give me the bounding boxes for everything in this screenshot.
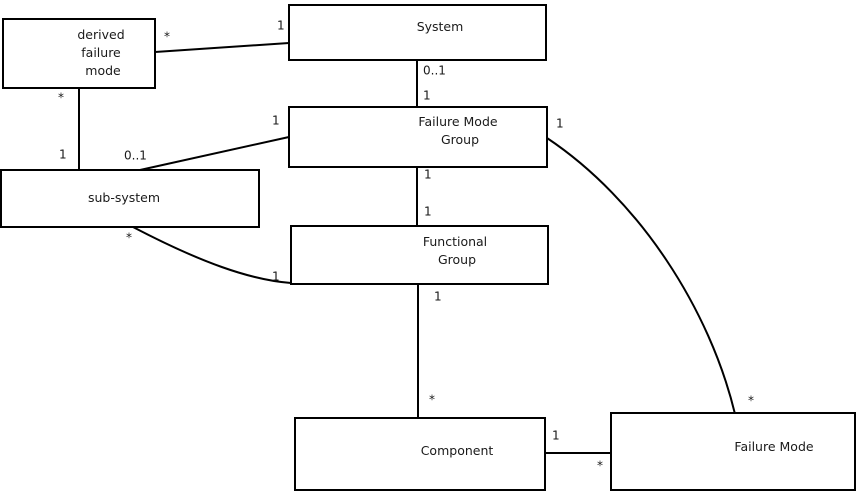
edge-failure-mode-group-failure-mode[interactable] — [546, 137, 736, 415]
class-box-functional-group[interactable]: Functional Group — [290, 225, 549, 285]
class-box-rect-sub-system[interactable] — [0, 169, 260, 228]
class-box-rect-component[interactable] — [294, 417, 546, 491]
class-label-line: Failure Mode — [734, 439, 813, 454]
class-box-sub-system[interactable]: sub-system — [0, 169, 260, 228]
multiplicity-label: 1 — [277, 19, 285, 33]
class-label-line: Failure Mode — [418, 114, 497, 129]
multiplicity-label: 1 — [272, 114, 280, 128]
multiplicity-layer: * 1 * 1 0..1 1 0..1 1 1 1 * 1 1 * 1 * 1 … — [58, 19, 754, 473]
class-box-rect-failure-mode-group[interactable] — [288, 106, 548, 168]
multiplicity-label: 1 — [424, 168, 432, 182]
class-box-failure-mode[interactable]: Failure Mode — [610, 412, 856, 491]
multiplicity-label: 1 — [423, 89, 431, 103]
class-label-functional-group: Functional Group — [423, 234, 491, 267]
multiplicity-label: 1 — [424, 205, 432, 219]
class-box-derived-failure-mode[interactable]: derived failure mode — [2, 18, 156, 89]
multiplicity-label: 1 — [552, 429, 560, 443]
class-label-line: derived — [77, 27, 124, 42]
multiplicity-label: * — [429, 393, 435, 407]
multiplicity-label: 0..1 — [124, 149, 147, 163]
class-label-failure-mode-group: Failure Mode Group — [418, 114, 501, 147]
multiplicity-label: 1 — [272, 270, 280, 284]
multiplicity-label: 1 — [59, 148, 67, 162]
class-label-line: mode — [85, 63, 121, 78]
class-box-component[interactable]: Component — [294, 417, 546, 491]
edge-derived-failure-mode-system[interactable] — [154, 42, 290, 53]
class-box-rect-functional-group[interactable] — [290, 225, 549, 285]
class-label-derived-failure-mode: derived failure mode — [77, 27, 128, 78]
class-label-component: Component — [421, 443, 494, 458]
class-label-line: failure — [81, 45, 121, 60]
class-label-line: Functional — [423, 234, 487, 249]
class-label-sub-system: sub-system — [88, 190, 160, 205]
class-label-line: sub-system — [88, 190, 160, 205]
edge-sub-system-functional-group[interactable] — [132, 226, 292, 284]
class-box-failure-mode-group[interactable]: Failure Mode Group — [288, 106, 548, 168]
multiplicity-label: 0..1 — [423, 64, 446, 78]
class-box-rect-failure-mode[interactable] — [610, 412, 856, 491]
class-label-failure-mode: Failure Mode — [734, 439, 813, 454]
multiplicity-label: * — [597, 459, 603, 473]
class-label-line: Group — [441, 132, 479, 147]
class-label-line: Group — [438, 252, 476, 267]
class-box-rect-derived-failure-mode[interactable] — [2, 18, 156, 89]
class-box-system[interactable]: System — [288, 4, 547, 61]
class-label-line: Component — [421, 443, 494, 458]
multiplicity-label: * — [58, 91, 64, 105]
class-box-rect-system[interactable] — [288, 4, 547, 61]
multiplicity-label: 1 — [556, 117, 564, 131]
multiplicity-label: * — [126, 231, 132, 245]
class-label-line: System — [417, 19, 464, 34]
edge-sub-system-failure-mode-group[interactable] — [139, 136, 290, 171]
edge-layer — [78, 42, 736, 454]
multiplicity-label: 1 — [434, 290, 442, 304]
multiplicity-label: * — [164, 30, 170, 44]
box-layer: derived failure mode System Failure Mode… — [0, 4, 856, 491]
multiplicity-label: * — [748, 394, 754, 408]
class-label-system: System — [417, 19, 464, 34]
